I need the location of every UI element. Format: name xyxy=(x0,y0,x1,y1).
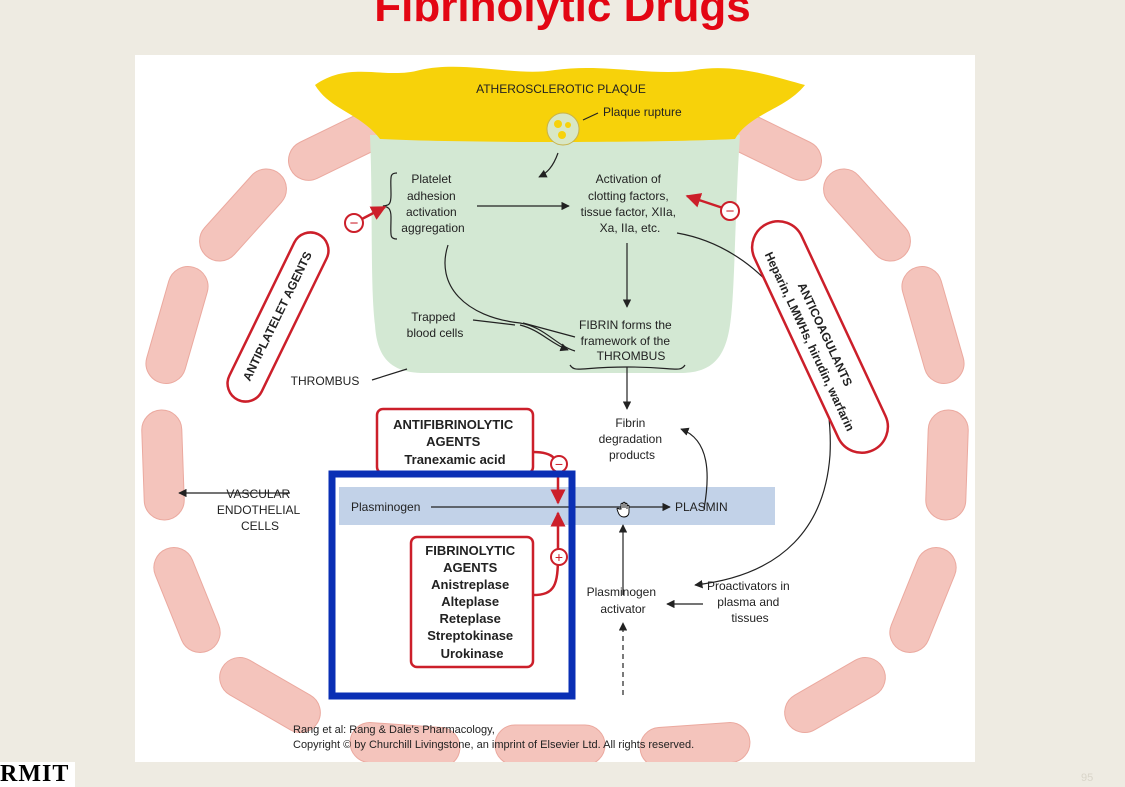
plaque-rupture-label: Plaque rupture xyxy=(603,105,682,119)
hand-cursor-icon xyxy=(616,501,630,518)
fibrinolytic-text: FIBRINOLYTIC AGENTS Anistreplase Altepla… xyxy=(425,543,518,661)
thrombus-region xyxy=(370,135,740,373)
antiplatelet-capsule xyxy=(226,231,330,403)
page-number: 95 xyxy=(1081,772,1094,784)
plaque-label: ATHEROSCLEROTIC PLAQUE xyxy=(476,82,646,96)
clotting-text: Activation of clotting factors, tissue f… xyxy=(581,172,680,235)
thrombus-label: THROMBUS xyxy=(291,374,360,388)
pathway-arrows xyxy=(178,112,831,695)
fibrinolysis-diagram: − − − + ANTIPLATELET AGENTS ANTICOAGULAN… xyxy=(135,55,975,762)
citation: Rang et al: Rang & Dale's Pharmacology, … xyxy=(293,724,694,751)
fdp-text: Fibrin degradation products xyxy=(599,416,666,462)
plasmin-label: PLASMIN xyxy=(675,500,728,514)
antiplatelet-minus: − xyxy=(350,215,359,232)
activator-text: Plasminogen activator xyxy=(587,585,660,616)
antifibrinolytic-text: ANTIFIBRINOLYTIC AGENTS Tranexamic acid xyxy=(393,417,517,467)
atherosclerotic-plaque xyxy=(315,66,805,142)
antifibrinolytic-minus: − xyxy=(555,456,563,472)
fibrinolytic-highlight-box xyxy=(328,470,576,700)
endothelial-cell-ring xyxy=(141,109,969,762)
sign-badges: − − − + xyxy=(344,201,740,566)
trapped-cells-text: Trapped blood cells xyxy=(407,310,464,340)
rupture-spot xyxy=(546,112,580,146)
platelet-brace xyxy=(382,172,398,240)
anticoagulant-capsule xyxy=(750,220,890,454)
platelet-text: Platelet adhesion activation aggregation xyxy=(401,172,464,235)
rmit-logo: RMIT xyxy=(0,762,76,787)
slide-title: Fibrinolytic Drugs xyxy=(374,0,751,31)
plasminogen-label: Plasminogen xyxy=(351,500,420,514)
anticoag-minus: − xyxy=(726,203,735,220)
fibrin-text: FIBRIN forms the framework of the THROMB… xyxy=(579,318,675,363)
fibrinolytic-plus: + xyxy=(555,549,563,565)
proactivator-text: Proactivators in plasma and tissues xyxy=(707,579,793,625)
fibrinolytic-box xyxy=(409,535,535,669)
vascular-text: VASCULAR ENDOTHELIAL CELLS xyxy=(217,487,303,533)
